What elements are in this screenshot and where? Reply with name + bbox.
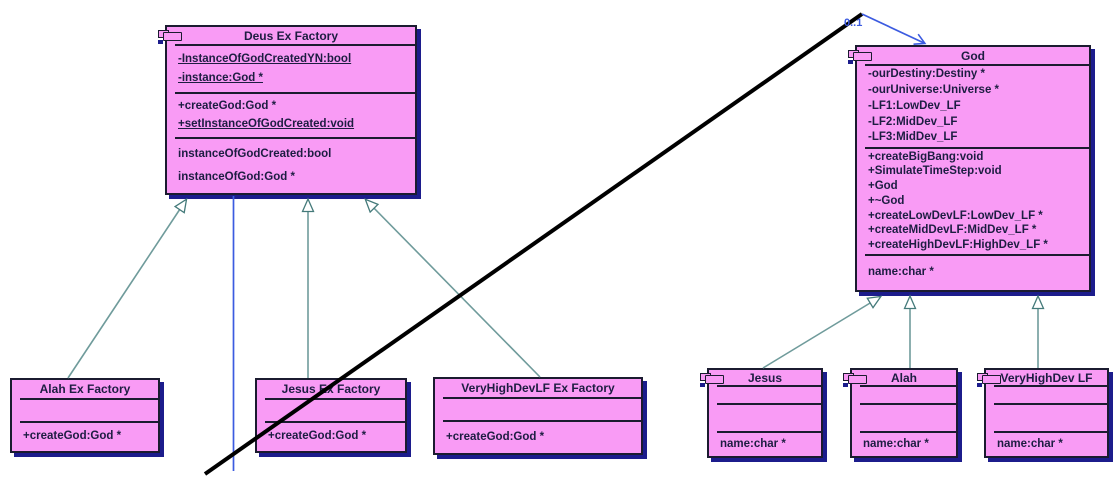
member-row: name:char * [863, 437, 929, 450]
class-title: Jesus Ex Factory [281, 382, 381, 396]
methods-compartment: +createBigBang:void +SimulateTimeStep:voi… [857, 149, 1089, 254]
generalization-jesus-to-god [762, 297, 880, 369]
compartment-divider [865, 64, 1089, 66]
association-multiplicity-label: 0..1 [844, 17, 863, 29]
class-box-god[interactable]: God -ourDestiny:Destiny * -ourUniverse:Un… [848, 45, 1091, 292]
member-row: name:char * [997, 437, 1063, 450]
compartment-divider [994, 431, 1107, 433]
class-stereotype-icon-shadow [843, 383, 848, 387]
class-title: Deus Ex Factory [243, 28, 339, 43]
member-row: -ourDestiny:Destiny * [868, 68, 985, 81]
compartment-divider [994, 403, 1107, 405]
member-row: +God [868, 180, 898, 193]
compartment-divider [865, 254, 1089, 256]
methods-compartment [852, 405, 956, 431]
attributes-compartment: -InstanceOfGodCreatedYN:bool -instance:Go… [167, 46, 415, 92]
class-box-jesus[interactable]: Jesus name:char * [700, 368, 823, 458]
generalization-vhd-ef-to-deus [366, 200, 541, 378]
attributes-compartment [435, 399, 641, 420]
member-row: instanceOfGodCreated:bool [178, 148, 332, 161]
properties-compartment: name:char * [852, 433, 956, 456]
member-row: +setInstanceOfGodCreated:void [178, 118, 355, 131]
attributes-compartment [852, 387, 956, 403]
properties-compartment: instanceOfGodCreated:bool instanceOfGod:G… [167, 139, 415, 193]
methods-compartment [709, 405, 821, 431]
attributes-compartment [12, 400, 158, 421]
methods-compartment [986, 405, 1107, 431]
member-row: +createGod:God * [23, 430, 122, 443]
class-stereotype-icon-shadow [848, 60, 853, 64]
compartment-divider [865, 147, 1089, 149]
member-row: name:char * [720, 437, 786, 450]
class-box-alah-ex-factory[interactable]: Alah Ex Factory +createGod:God * [10, 378, 160, 453]
class-stereotype-icon-body [848, 375, 867, 384]
class-title: VeryHighDevLF Ex Factory [461, 381, 615, 395]
member-row: +createHighDevLF:HighDev_LF * [868, 239, 1048, 252]
compartment-divider [994, 385, 1107, 387]
class-stereotype-icon [848, 50, 874, 66]
member-row: +~God [868, 194, 905, 207]
member-row: -LF1:LowDev_LF [868, 99, 961, 112]
class-title: Alah [890, 370, 917, 385]
member-row: -LF2:MidDev_LF [868, 115, 958, 128]
properties-compartment: name:char * [986, 433, 1107, 456]
methods-compartment: +createGod:God * +setInstanceOfGodCreated… [167, 94, 415, 137]
class-stereotype-icon-body [163, 32, 182, 41]
class-stereotype-icon [843, 373, 869, 389]
methods-compartment: +createGod:God * [257, 423, 405, 451]
member-row: -instance:God * [178, 72, 263, 85]
class-stereotype-icon [700, 373, 726, 389]
class-stereotype-icon-shadow [977, 383, 982, 387]
compartment-divider [20, 421, 158, 423]
attributes-compartment [257, 400, 405, 421]
class-stereotype-icon [158, 30, 184, 46]
class-box-deus-ex-factory[interactable]: Deus Ex Factory -InstanceOfGodCreatedYN:… [158, 25, 417, 195]
member-row: +createBigBang:void [868, 150, 984, 163]
member-row: -LF3:MidDev_LF [868, 131, 958, 144]
class-title: Alah Ex Factory [39, 382, 131, 396]
compartment-divider [20, 398, 158, 400]
member-row: -ourUniverse:Universe * [868, 84, 1000, 97]
member-row: +createMidDevLF:MidDev_LF * [868, 224, 1037, 237]
class-title: VeryHighDev LF [1000, 370, 1093, 385]
attributes-compartment [986, 387, 1107, 403]
class-stereotype-icon [977, 373, 1003, 389]
member-row: -InstanceOfGodCreatedYN:bool [178, 52, 352, 65]
member-row: +SimulateTimeStep:void [868, 165, 1002, 178]
class-stereotype-icon-body [705, 375, 724, 384]
member-row: instanceOfGod:God * [178, 170, 295, 183]
attributes-compartment [709, 387, 821, 403]
attributes-compartment: -ourDestiny:Destiny * -ourUniverse:Univer… [857, 66, 1089, 147]
methods-compartment: +createGod:God * [12, 423, 158, 451]
member-row: name:char * [868, 266, 934, 279]
compartment-divider [860, 431, 956, 433]
class-stereotype-icon-body [853, 52, 872, 61]
properties-compartment: name:char * [709, 433, 821, 456]
properties-compartment: name:char * [857, 256, 1089, 290]
compartment-divider [860, 403, 956, 405]
class-title: God [961, 48, 985, 63]
association-arrow-to-god [861, 13, 927, 45]
member-row: +createGod:God * [446, 430, 545, 443]
compartment-divider [860, 385, 956, 387]
generalization-alah-ef-to-deus [67, 200, 186, 379]
class-stereotype-icon-shadow [700, 383, 705, 387]
class-box-veryhighdevlf-ex-factory[interactable]: VeryHighDevLF Ex Factory +createGod:God … [433, 377, 643, 455]
class-box-jesus-ex-factory[interactable]: Jesus Ex Factory +createGod:God * [255, 378, 407, 453]
member-row: +createLowDevLF:LowDev_LF * [868, 209, 1043, 222]
member-row: +createGod:God * [178, 99, 277, 112]
class-stereotype-icon-body [982, 375, 1001, 384]
methods-compartment: +createGod:God * [435, 422, 641, 453]
class-box-veryhighdev-lf[interactable]: VeryHighDev LF name:char * [977, 368, 1109, 458]
class-box-alah[interactable]: Alah name:char * [843, 368, 958, 458]
class-stereotype-icon-shadow [158, 40, 163, 44]
member-row: +createGod:God * [268, 430, 367, 443]
